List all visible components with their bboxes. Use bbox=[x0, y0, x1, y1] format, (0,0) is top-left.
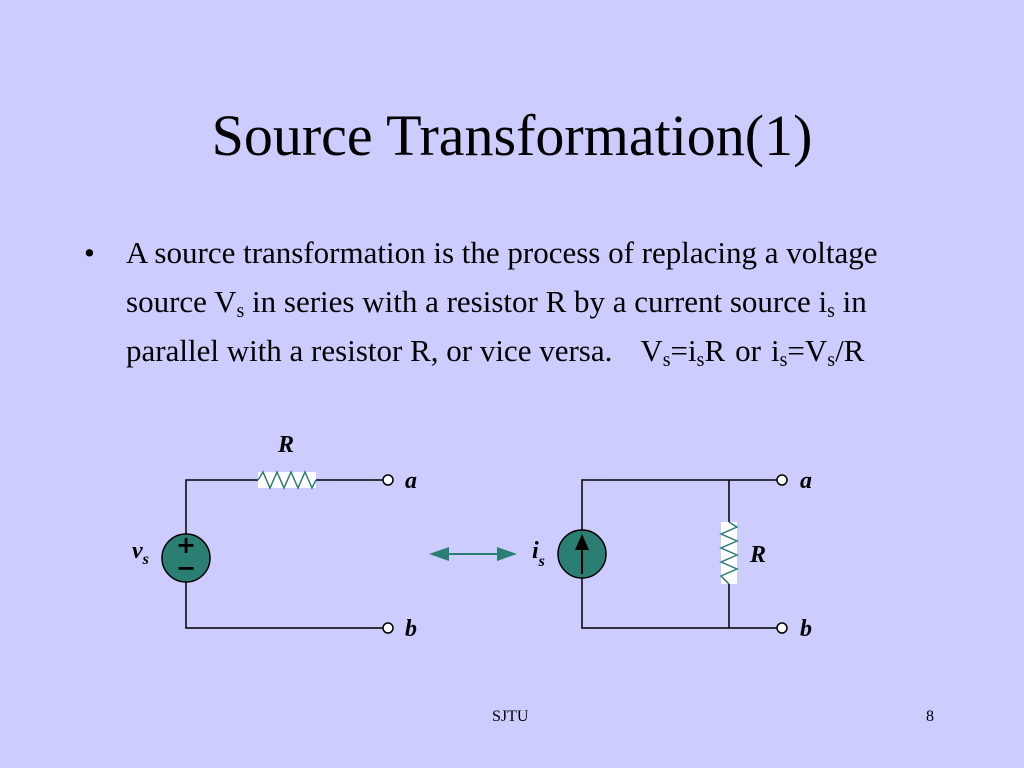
source-label: vs bbox=[132, 538, 149, 568]
terminal-b-label: b bbox=[800, 616, 812, 642]
bullet-text: A source transformation is the process o… bbox=[126, 228, 964, 375]
voltage-source: + − bbox=[161, 531, 211, 583]
terminal-b-label: b bbox=[405, 616, 417, 642]
bullet-item: • A source transformation is the process… bbox=[84, 228, 964, 375]
terminal-a-label: a bbox=[800, 468, 812, 494]
page-number: 8 bbox=[926, 708, 934, 725]
bullet-text-part: in parallel with a resistor R, or vice v… bbox=[126, 284, 867, 368]
footer-label: SJTU bbox=[492, 708, 529, 725]
bullet-mark: • bbox=[84, 235, 95, 270]
terminal-b bbox=[776, 622, 788, 634]
resistor-label: R bbox=[277, 432, 294, 458]
slide-title: Source Transformation(1) bbox=[211, 103, 813, 168]
plus-sign: + bbox=[176, 531, 196, 559]
wire bbox=[185, 582, 383, 629]
source-label: is bbox=[532, 538, 545, 570]
parallel-resistor bbox=[719, 521, 739, 585]
current-source bbox=[557, 529, 607, 579]
bullet-text-part: in series with a resistor R by a current… bbox=[244, 284, 828, 319]
wire bbox=[581, 479, 777, 530]
terminal-a bbox=[382, 474, 394, 486]
terminal-b bbox=[382, 622, 394, 634]
series-resistor bbox=[257, 470, 317, 490]
subscript: s bbox=[236, 300, 245, 322]
bullet-text-part: A source transformation is the process o… bbox=[126, 235, 878, 319]
terminal-a bbox=[776, 474, 788, 486]
current-source-circuit: R is a b bbox=[532, 468, 812, 642]
voltage-source-circuit: R + − vs a b bbox=[132, 432, 417, 642]
equivalence-arrow bbox=[429, 547, 517, 561]
minus-sign: − bbox=[176, 554, 196, 582]
terminal-a-label: a bbox=[405, 468, 417, 494]
subscript: s bbox=[827, 300, 835, 322]
arrow-head-icon bbox=[575, 534, 589, 550]
wire bbox=[185, 479, 258, 534]
wire bbox=[581, 578, 777, 629]
resistor-label: R bbox=[749, 542, 766, 568]
